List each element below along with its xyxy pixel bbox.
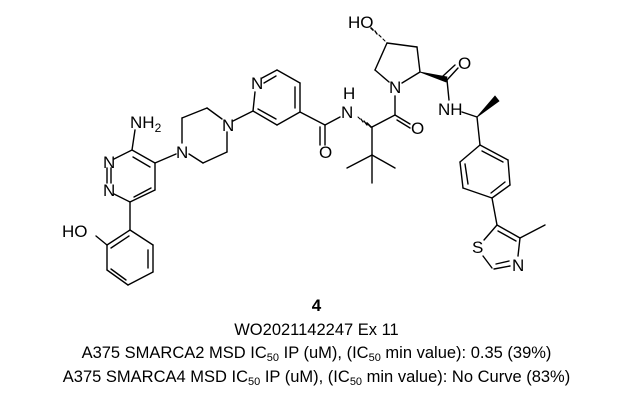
piperazine-n1-label: N xyxy=(176,143,188,162)
assay-value: min value): No Curve (83%) xyxy=(362,368,571,386)
patent-reference: WO2021142247 Ex 11 xyxy=(234,321,399,339)
compound-number: 4 xyxy=(311,296,322,315)
nh2-label: NH2 xyxy=(130,113,162,135)
assay-label: A375 SMARCA4 MSD IC xyxy=(62,368,249,386)
assay-label: IP (uM), (IC xyxy=(279,344,369,362)
pyridine-ring xyxy=(252,69,326,126)
subscript: 50 xyxy=(266,352,280,364)
assay-label: IP (uM), (IC xyxy=(260,368,350,386)
prolinamide xyxy=(419,64,500,146)
thiazole-ring xyxy=(482,224,546,270)
atom-labels: NH2 N N HO N N N O H N N O HO O NH S N xyxy=(62,13,524,275)
amide-n-label: N xyxy=(341,103,353,122)
tert-leucine xyxy=(346,95,411,184)
amide-o2-label: O xyxy=(411,119,424,138)
subscript: 50 xyxy=(349,376,363,388)
chemical-structure: NH2 N N HO N N N O H N N O HO O NH S N xyxy=(62,13,546,286)
pyridine-n-label: N xyxy=(251,74,263,93)
hydroxyproline-oh-label: HO xyxy=(348,13,374,32)
subscript: 50 xyxy=(368,352,381,364)
assay-smarca4: A375 SMARCA4 MSD IC50 IP (uM), (IC50 min… xyxy=(0,367,633,388)
assay-label: A375 SMARCA2 MSD IC xyxy=(81,344,267,362)
piperazine-n2-label: N xyxy=(222,116,234,135)
subscript: 50 xyxy=(248,376,261,388)
hydroxyproline-ring xyxy=(370,27,421,84)
phenol-ring xyxy=(95,229,154,286)
amide-o1-label: O xyxy=(319,143,332,162)
thiazole-s-label: S xyxy=(472,238,483,257)
pyridazine-ring xyxy=(106,129,177,231)
assay-value: min value): 0.35 (39%) xyxy=(380,344,552,362)
amide-o3-label: O xyxy=(458,54,471,73)
amide-linker xyxy=(319,116,341,146)
amide-nh-label: NH xyxy=(438,100,463,119)
pyridazine-n2-label: N xyxy=(103,181,115,200)
piperazine-ring xyxy=(181,107,254,164)
benzene-ring xyxy=(459,144,511,226)
thiazole-n-label: N xyxy=(512,256,524,275)
assay-smarca2: A375 SMARCA2 MSD IC50 IP (uM), (IC50 min… xyxy=(0,343,633,364)
amide-h-label: H xyxy=(343,84,355,103)
phenol-oh-label: HO xyxy=(62,222,88,241)
proline-n-label: N xyxy=(389,78,401,97)
pyridazine-n1-label: N xyxy=(103,153,115,172)
